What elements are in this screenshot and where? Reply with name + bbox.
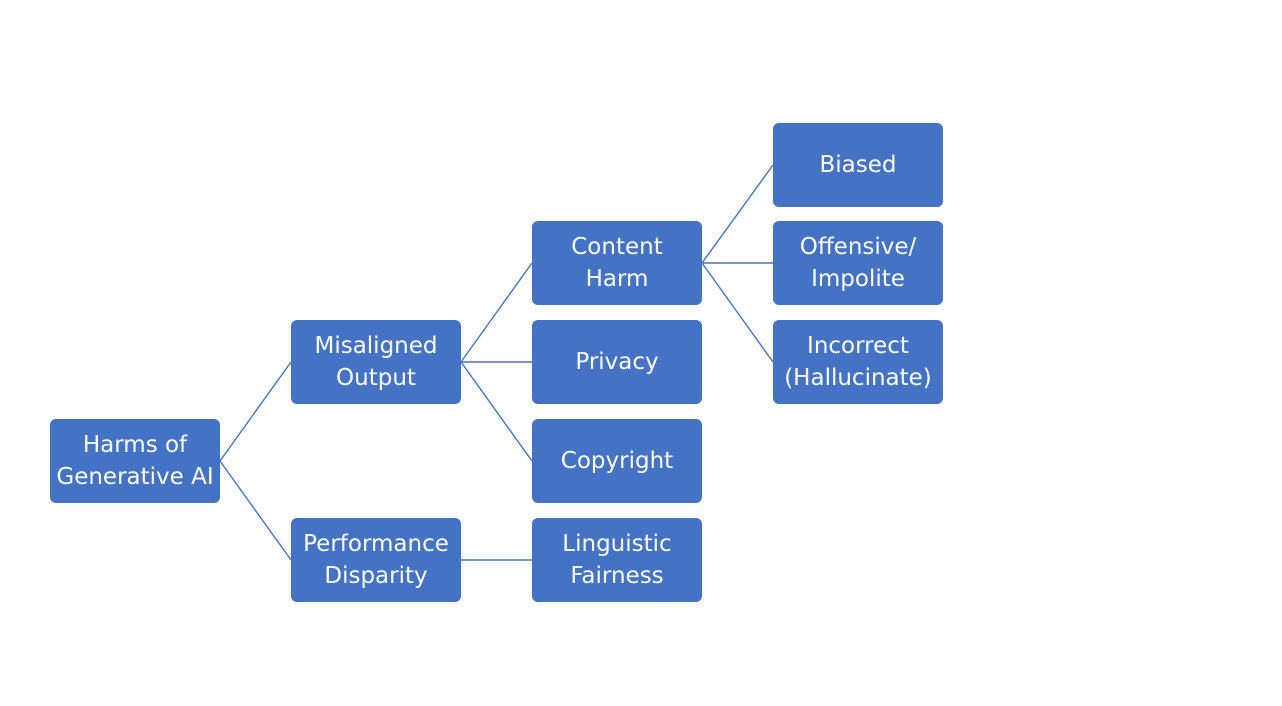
connector-misaligned-copyright bbox=[460, 361, 533, 462]
connector-content-incorrect bbox=[701, 262, 774, 363]
node-label-line: Harm bbox=[585, 266, 649, 292]
node-label-line: Incorrect bbox=[807, 333, 909, 359]
node-harms-of-generative-ai: Harms of Generative AI bbox=[50, 419, 220, 503]
node-label-line: Privacy bbox=[575, 349, 659, 375]
node-label-line: Linguistic bbox=[562, 531, 672, 557]
node-label-line: Misaligned bbox=[314, 333, 438, 359]
connector-root-performance bbox=[219, 460, 292, 561]
node-label-line: Harms of bbox=[82, 432, 188, 458]
node-privacy: Privacy bbox=[532, 320, 702, 404]
node-misaligned-output: Misaligned Output bbox=[291, 320, 461, 404]
connector-content-biased bbox=[701, 164, 774, 264]
node-label-line: Output bbox=[336, 365, 416, 391]
node-content-harm: Content Harm bbox=[532, 221, 702, 305]
node-copyright: Copyright bbox=[532, 419, 702, 503]
node-label-line: Fairness bbox=[570, 563, 664, 589]
node-label-line: Content bbox=[571, 234, 663, 260]
node-biased: Biased bbox=[773, 123, 943, 207]
node-label-line: Impolite bbox=[811, 266, 905, 292]
connector-misaligned-content bbox=[460, 262, 533, 363]
node-label-line: Offensive/ bbox=[799, 234, 917, 260]
node-label-line: Performance bbox=[303, 531, 449, 557]
node-incorrect-hallucinate: Incorrect (Hallucinate) bbox=[773, 320, 943, 404]
node-linguistic-fairness: Linguistic Fairness bbox=[532, 518, 702, 602]
node-offensive-impolite: Offensive/ Impolite bbox=[773, 221, 943, 305]
node-label-line: Copyright bbox=[560, 448, 674, 474]
connector-root-misaligned bbox=[219, 361, 292, 462]
node-label-line: Disparity bbox=[324, 563, 428, 589]
node-label-line: (Hallucinate) bbox=[784, 365, 932, 391]
node-label-line: Generative AI bbox=[56, 464, 214, 490]
node-label-line: Biased bbox=[819, 152, 897, 178]
node-performance-disparity: Performance Disparity bbox=[291, 518, 461, 602]
